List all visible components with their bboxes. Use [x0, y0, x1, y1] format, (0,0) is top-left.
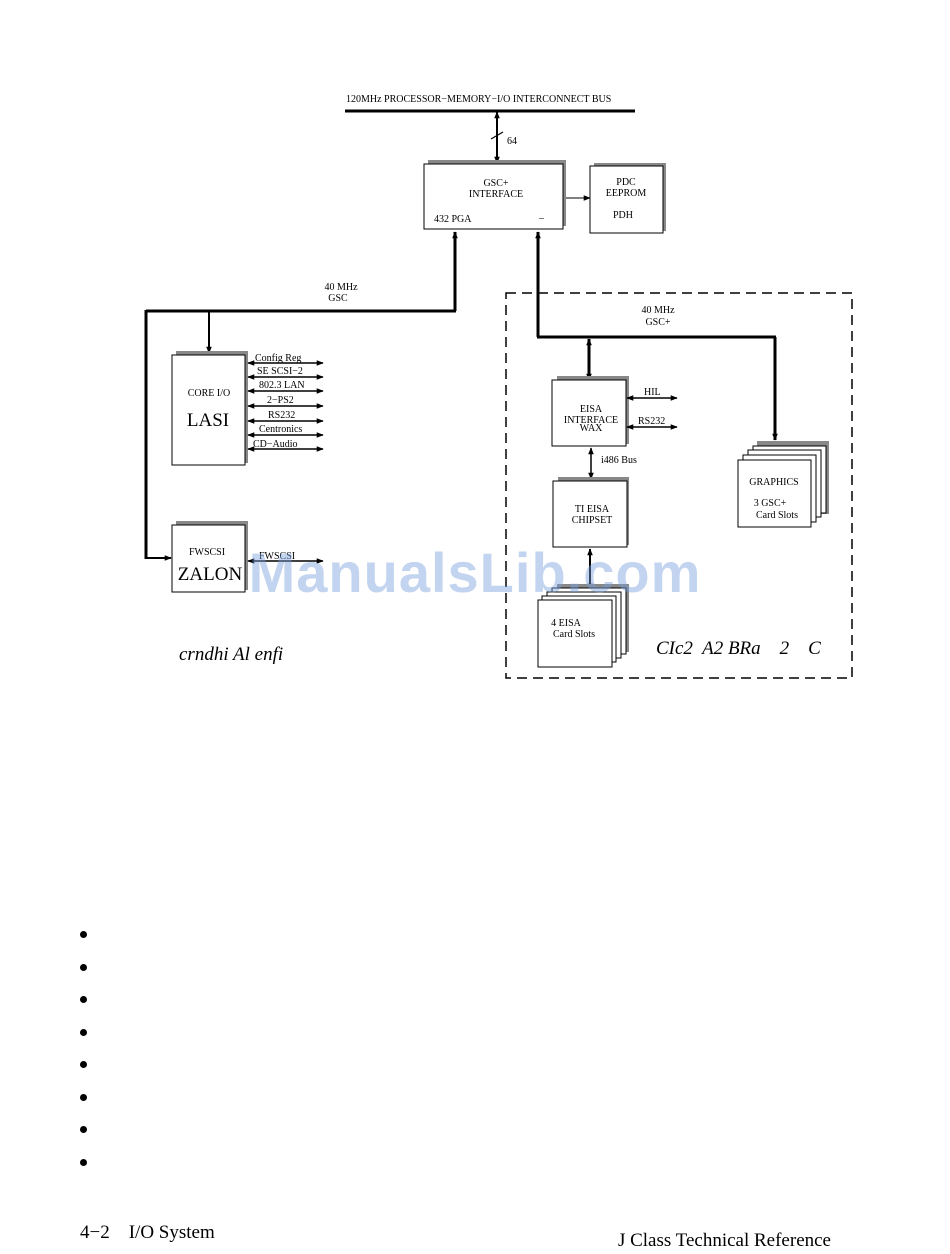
- wax-line1: EISA: [580, 404, 603, 415]
- wax-line2: INTERFACE: [564, 415, 618, 426]
- pdc-line3: PDH: [613, 210, 633, 221]
- lasi-port-label: Centronics: [259, 424, 302, 435]
- lasi-port-label: 802.3 LAN: [259, 380, 305, 391]
- bus-label: 120MHz PROCESSOR−MEMORY−I/O INTERCONNECT…: [346, 94, 611, 105]
- zalon-line1: FWSCSI: [189, 547, 225, 558]
- zalon-line2: ZALON: [178, 564, 243, 585]
- zalon-port-label: FWSCSI: [259, 551, 295, 562]
- bullet-icon: [80, 963, 87, 971]
- bullet-icon: [80, 1093, 87, 1101]
- wax-rs232-label: RS232: [638, 416, 665, 427]
- bullet-icon: [80, 1028, 87, 1036]
- lasi-ports: Config Reg SE SCSI−2 802.3 LAN 2−PS2 RS2…: [247, 353, 324, 452]
- graphics-line2: 3 GSC+: [754, 498, 787, 509]
- graphics-line3: Card Slots: [756, 510, 798, 521]
- bullet-icon: [80, 1158, 87, 1166]
- lasi-port-label: RS232: [268, 410, 295, 421]
- gsc-right-label-line2: GSC+: [645, 317, 670, 328]
- gsc-interface-chip: GSC+ INTERFACE 432 PGA –: [423, 160, 566, 230]
- zalon-chip: FWSCSI ZALON: [171, 521, 248, 593]
- pdc-line2: EEPROM: [606, 188, 647, 199]
- ti-line2: CHIPSET: [572, 515, 613, 526]
- gsc-interface-line2: INTERFACE: [469, 189, 523, 200]
- gsc-left-label-line2: GSC: [328, 293, 348, 304]
- pdc-eeprom-chip: PDC EEPROM PDH: [589, 163, 666, 234]
- lasi-line2: LASI: [187, 410, 229, 431]
- graphics-line1: GRAPHICS: [749, 477, 798, 488]
- wax-line3: WAX: [580, 423, 604, 434]
- gsc-interface-mark: –: [538, 213, 545, 224]
- bus-width-label: 64: [507, 136, 517, 147]
- i486-bus-label: i486 Bus: [601, 455, 637, 466]
- wax-hil-label: HIL: [644, 387, 661, 398]
- watermark: ManualsLib.com: [248, 541, 702, 604]
- eisa-card-slots-stack: 4 EISA Card Slots: [537, 584, 629, 668]
- bullet-icon: [80, 1126, 87, 1133]
- io-block-diagram: 120MHz PROCESSOR−MEMORY−I/O INTERCONNECT…: [144, 94, 853, 679]
- eisa-slots-line1: 4 EISA: [551, 618, 582, 629]
- gsc-interface-pga: 432 PGA: [434, 214, 472, 225]
- eisa-region-border: [505, 292, 853, 679]
- eisa-slots-line2: Card Slots: [553, 629, 595, 640]
- footer-doc-title: J Class Technical Reference: [617, 1230, 831, 1251]
- bullet-icon: [80, 996, 87, 1003]
- ti-line1: TI EISA: [575, 504, 610, 515]
- lasi-line1: CORE I/O: [188, 388, 231, 399]
- gsc-interface-line1: GSC+: [483, 178, 508, 189]
- caption-left: crndhi Al enfi: [179, 644, 283, 665]
- lasi-port-label: Config Reg: [255, 353, 301, 364]
- lasi-port-label: CD−Audio: [253, 439, 298, 450]
- bullet-icon: [80, 1061, 87, 1068]
- lasi-port-label: SE SCSI−2: [257, 366, 303, 377]
- pdc-line1: PDC: [616, 177, 636, 188]
- lasi-port-label: 2−PS2: [267, 395, 294, 406]
- graphics-card-slots-stack: GRAPHICS 3 GSC+ Card Slots: [737, 441, 829, 528]
- lasi-chip: CORE I/O LASI: [171, 351, 248, 466]
- wax-chip: EISA INTERFACE WAX: [551, 376, 629, 447]
- bus-width-slash: [490, 131, 504, 140]
- caption-right: CIc2 A2 BRa 2 C: [656, 638, 821, 659]
- bullet-icon: [80, 931, 87, 938]
- gsc-right-label-line1: 40 MHz: [641, 305, 675, 316]
- gsc-left-label-line1: 40 MHz: [324, 282, 358, 293]
- ti-eisa-chipset: TI EISA CHIPSET: [552, 477, 629, 548]
- footer-page-number: 4−2 I/O System: [80, 1222, 215, 1243]
